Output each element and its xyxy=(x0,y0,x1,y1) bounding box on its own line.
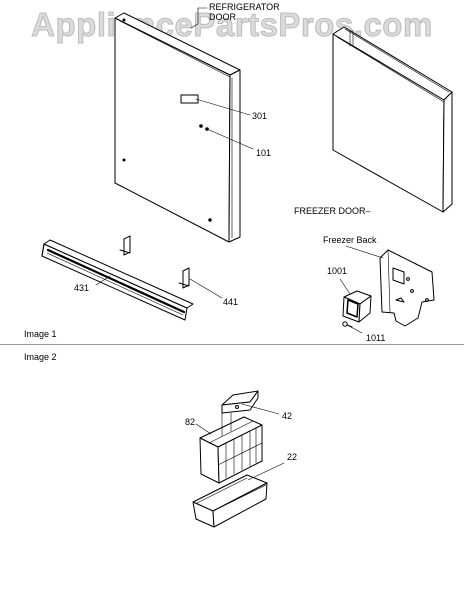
image1-label: Image 1 xyxy=(24,329,57,339)
leader-1001 xyxy=(339,278,351,295)
leader-freezer-back xyxy=(345,245,384,259)
freezer-door-text: FREEZER DOOR xyxy=(294,206,366,216)
leader-431 xyxy=(95,275,111,286)
freezer-light-cover xyxy=(342,290,372,323)
leader-101 xyxy=(206,128,254,150)
leader-82 xyxy=(195,423,212,435)
image2-label: Image 2 xyxy=(24,352,57,362)
part-number-1011: 1011 xyxy=(366,333,386,343)
refrigerator-door-front xyxy=(114,12,241,243)
part-number-1001: 1001 xyxy=(327,266,348,276)
leader-42 xyxy=(241,403,280,415)
part-number-441: 441 xyxy=(223,297,239,307)
refrigerator-door-leader xyxy=(190,7,208,29)
section-divider xyxy=(0,344,464,345)
freezer-back-bracket xyxy=(379,249,435,327)
freezer-door-label: FREEZER DOOR– xyxy=(294,206,371,216)
freezer-door xyxy=(332,26,453,213)
freezer-back-label: Freezer Back xyxy=(323,235,377,245)
screw-1011 xyxy=(342,321,353,328)
refrigerator-door-label: REFRIGERATOR xyxy=(209,2,280,12)
part-number-101: 101 xyxy=(256,148,272,158)
ice-tray-cover xyxy=(221,390,259,414)
leader-301 xyxy=(195,98,251,116)
refrigerator-door-label-2: DOOR xyxy=(209,12,236,22)
part-number-22: 22 xyxy=(287,452,298,462)
ice-tray xyxy=(199,408,263,484)
ice-bin xyxy=(192,474,268,528)
part-number-431: 431 xyxy=(74,283,90,293)
part-number-82: 82 xyxy=(185,417,196,427)
watermark-logo: AppliancePartsPros.com xyxy=(31,6,433,44)
handle-trim xyxy=(41,239,194,321)
part-number-301: 301 xyxy=(252,111,268,121)
leader-1011 xyxy=(348,325,363,334)
leader-441 xyxy=(189,278,223,299)
leader-22 xyxy=(247,462,285,481)
part-number-42: 42 xyxy=(282,411,293,421)
handle-clip xyxy=(119,235,190,289)
